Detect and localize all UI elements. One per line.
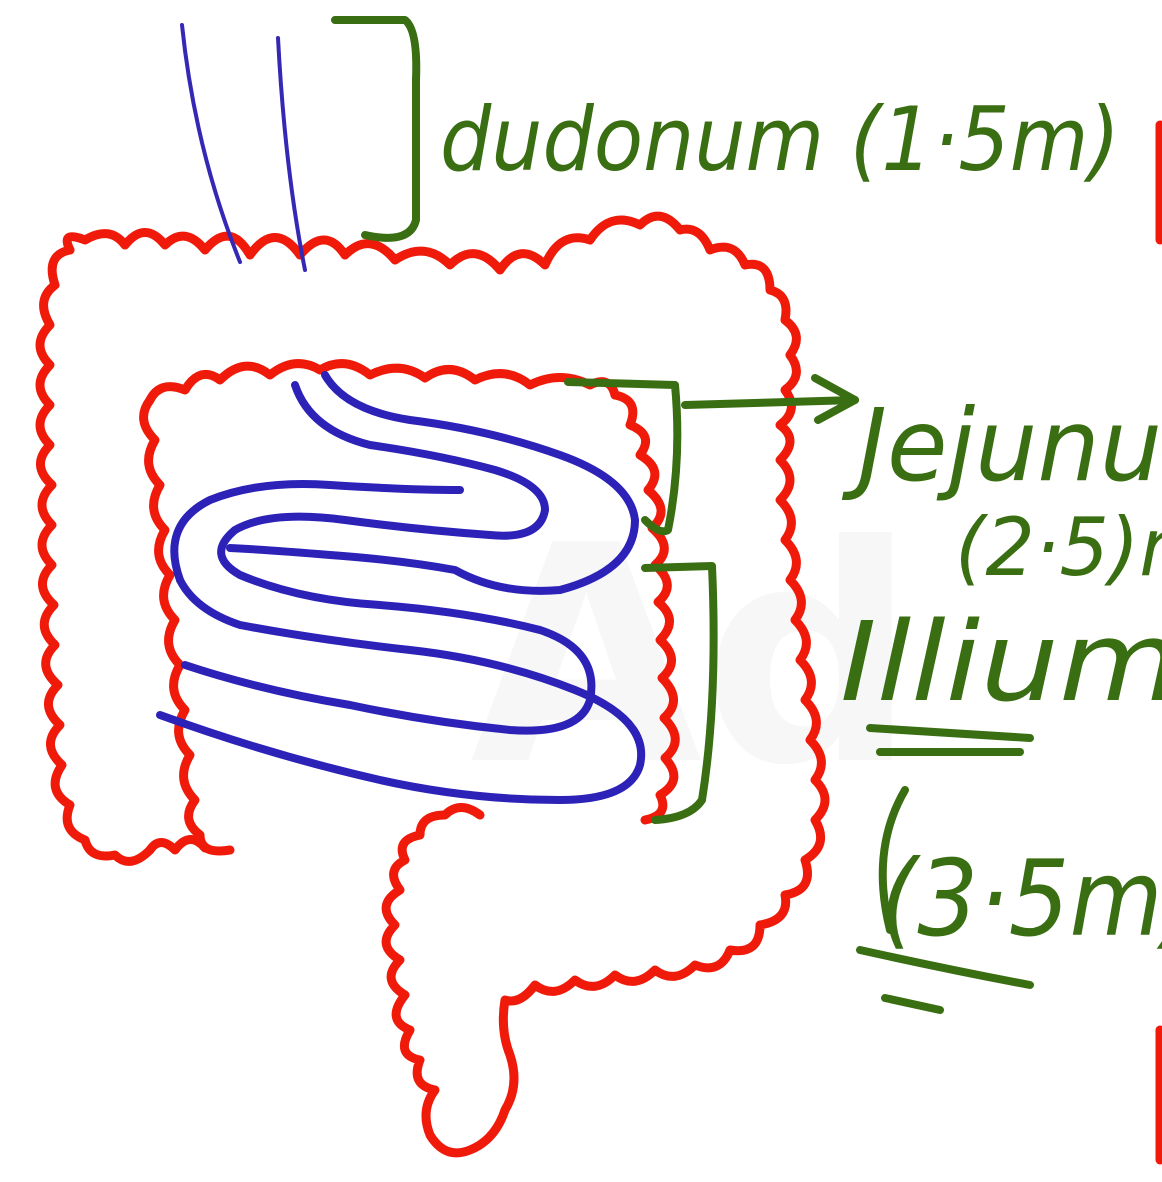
ileum-length-label: (3·5m): [880, 838, 1162, 960]
small-intestine-coils: [156, 371, 646, 804]
ileum-underline-1: [866, 724, 1034, 742]
duodenum-label: dudonum (1·5m): [440, 88, 1120, 191]
ileum-length-underline-1: [856, 946, 1034, 989]
annotation-brackets: [331, 16, 1034, 1014]
jejunum-bracket: [564, 378, 682, 536]
duodenum-bracket: [331, 16, 421, 242]
jejunum-arrowhead: [811, 374, 859, 424]
ileum-length-paren: [878, 786, 909, 934]
jejunum-length-label: (2·5)m: [955, 501, 1162, 594]
jejunum-label: Jejunum: [841, 387, 1162, 504]
ileum-length-underline-2: [881, 994, 944, 1014]
watermark: Ad: [470, 482, 917, 831]
large-intestine-outline: [35, 211, 830, 1158]
jejunum-arrow: [681, 396, 859, 409]
ileum-label: Illium: [840, 598, 1162, 726]
ileum-bracket: [641, 562, 718, 824]
duodenum-tubes: [180, 23, 307, 272]
